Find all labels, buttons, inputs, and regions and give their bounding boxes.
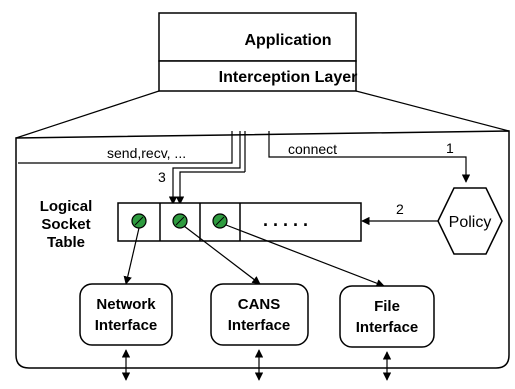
- socket-dot-2: [172, 213, 188, 229]
- network-interface-line1: Network: [96, 296, 156, 313]
- perspective-line-left: [15, 90, 160, 139]
- cans-interface-line1: CANS: [238, 296, 281, 313]
- file-interface-line1: File: [374, 298, 400, 315]
- socket-dot-3: [212, 213, 228, 229]
- connect-label: connect: [288, 141, 337, 157]
- application-label: Application: [244, 32, 331, 49]
- step-1-label: 1: [446, 140, 454, 156]
- step-3-label: 3: [158, 169, 166, 185]
- cans-interface-line2: Interface: [228, 317, 291, 334]
- send-recv-line: [18, 131, 233, 164]
- logical-label-line2: Socket: [41, 216, 90, 233]
- network-interface: Network Interface: [79, 283, 173, 346]
- arrow-3-b: [175, 171, 245, 205]
- cans-interface: CANS Interface: [210, 283, 309, 346]
- interception-layer-box: [158, 60, 357, 92]
- send-recv-label: send,recv, ...: [107, 145, 186, 161]
- connect-line: [268, 131, 471, 183]
- socket-ellipsis: . . . . .: [263, 210, 308, 230]
- logical-label-line1: Logical: [40, 198, 93, 215]
- link-network: [123, 227, 140, 285]
- perspective-line-right: [355, 90, 510, 132]
- link-cans: [183, 225, 261, 285]
- interception-layer-label: Interception Layer: [219, 69, 358, 86]
- application-box: [158, 12, 357, 62]
- socket-dot-1: [131, 213, 147, 229]
- arrow-3-c: [168, 131, 241, 205]
- policy-hexagon: [437, 187, 503, 255]
- link-file: [225, 224, 385, 288]
- step-2-label: 2: [396, 201, 404, 217]
- network-interface-line2: Interface: [95, 317, 158, 334]
- file-interface-line2: Interface: [356, 319, 419, 336]
- logical-label-line3: Table: [47, 234, 85, 251]
- file-interface: File Interface: [339, 285, 435, 348]
- policy-label: Policy: [449, 214, 492, 231]
